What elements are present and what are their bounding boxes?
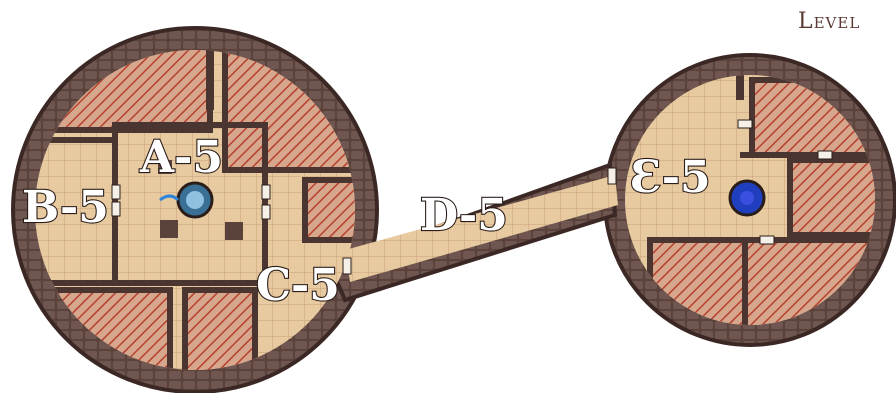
room-label-d5: D-5 xyxy=(420,190,508,241)
left-pool xyxy=(159,181,214,219)
room-label-b5: B-5 xyxy=(22,182,109,233)
level-heading: Level xyxy=(798,9,861,34)
room-label-e5: Ɛ-5 xyxy=(630,152,711,203)
doors xyxy=(111,119,833,275)
room-label-a5: A-5 xyxy=(139,132,223,183)
right-pool xyxy=(728,179,766,217)
room-label-c5: C-5 xyxy=(256,260,340,311)
room-labels: A-5 B-5 C-5 D-5 Ɛ-5 xyxy=(21,131,712,312)
